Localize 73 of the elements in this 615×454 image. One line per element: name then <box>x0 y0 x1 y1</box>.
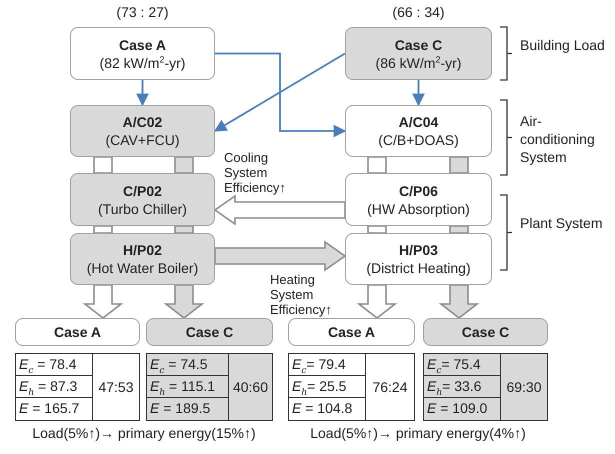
process-box <box>345 27 492 80</box>
connector-pipe <box>367 225 387 234</box>
box-subtitle: (86 kW/m$^{2}$-yr) <box>376 54 462 72</box>
connector-pipe <box>367 156 387 174</box>
process-box <box>423 318 548 346</box>
table-cell: E$_{c}$= 79.4 <box>289 354 366 376</box>
connector-pipe <box>449 225 469 234</box>
table-cell-text: 76:24 <box>371 378 409 397</box>
table-cell: E = 165.7 <box>16 398 93 420</box>
box-title: C/P02 <box>123 182 162 200</box>
block-arrow <box>164 284 204 320</box>
box-subtitle: (CAV+FCU) <box>105 131 180 149</box>
connector-pipe <box>93 225 113 234</box>
block-arrow <box>214 194 346 226</box>
process-box <box>70 105 215 157</box>
efficiency-note: Heating System Efficiency↑ <box>270 272 333 317</box>
connector-pipe <box>93 156 113 174</box>
box-title: H/P03 <box>399 241 438 259</box>
process-box <box>345 173 492 226</box>
process-box <box>345 105 492 157</box>
block-arrow <box>214 240 346 272</box>
layer-label: Plant System <box>520 214 604 232</box>
table-cell: E = 109.0 <box>424 398 501 420</box>
process-box <box>146 318 273 346</box>
table-cell-text: 40:60 <box>232 378 270 397</box>
block-arrow <box>438 284 480 320</box>
block-arrow <box>356 284 398 320</box>
layer-label: Air-conditioning System <box>520 112 596 166</box>
connector-pipe <box>449 156 469 174</box>
box-title: A/C04 <box>398 113 438 131</box>
summary-note: Load(5%↑)→ primary energy(4%↑) <box>310 425 526 441</box>
table-cell: E = 189.5 <box>147 398 229 420</box>
box-subtitle: (Hot Water Boiler) <box>86 259 198 277</box>
box-subtitle: (82 kW/m$^{2}$-yr) <box>100 54 186 72</box>
box-subtitle: (HW Absorption) <box>367 200 470 218</box>
table-cell: E$_{h}$= 25.5 <box>289 376 366 398</box>
box-subtitle: (District Heating) <box>366 259 471 277</box>
box-title: Case C <box>186 323 234 341</box>
summary-note: Load(5%↑)→ primary energy(15%↑) <box>32 425 256 441</box>
efficiency-note: Cooling System Efficiency↑ <box>224 150 287 195</box>
process-box <box>345 233 492 285</box>
table-cell-text: 69:30 <box>505 378 543 397</box>
connector-pipe <box>174 156 194 174</box>
ratio-note: (73 : 27) <box>116 4 169 20</box>
table-cell: E$_{h}$ = 115.1 <box>147 376 229 398</box>
layer-label: Building Load <box>520 36 605 54</box>
ratio-note: (66 : 34) <box>392 4 445 20</box>
box-title: H/P02 <box>123 241 162 259</box>
table-cell: E$_{h}$ = 87.3 <box>16 376 93 398</box>
table-cell: E = 104.8 <box>289 398 366 420</box>
table-cell: E$_{c}$ = 78.4 <box>16 354 93 376</box>
table-cell: E$_{h}$= 33.6 <box>424 376 501 398</box>
box-title: C/P06 <box>399 182 438 200</box>
box-subtitle: (Turbo Chiller) <box>98 200 187 218</box>
table-cell-text: 47:53 <box>97 378 135 397</box>
box-title: A/C02 <box>122 113 162 131</box>
box-subtitle: (C/B+DOAS) <box>378 131 459 149</box>
process-box <box>15 318 140 346</box>
process-box <box>70 173 215 226</box>
process-box <box>288 318 415 346</box>
arrow <box>412 80 425 106</box>
box-title: Case A <box>119 36 166 54</box>
connector-pipe <box>174 225 194 234</box>
arrow <box>136 80 149 106</box>
table-cell: E$_{c}$ = 74.5 <box>147 354 229 376</box>
box-title: Case C <box>462 323 510 341</box>
table-cell: E$_{c}$= 75.4 <box>424 354 501 376</box>
process-box <box>70 233 215 285</box>
process-box <box>70 27 215 80</box>
block-arrow <box>82 284 124 320</box>
box-title: Case C <box>394 36 442 54</box>
box-title: Case A <box>328 323 375 341</box>
box-title: Case A <box>54 323 101 341</box>
